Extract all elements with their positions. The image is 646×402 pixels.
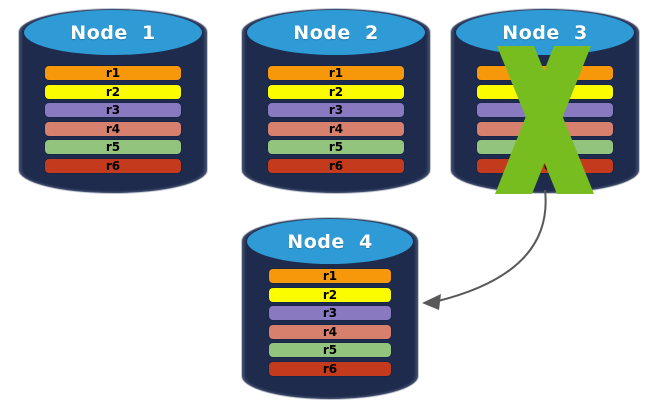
replica-row-r5: r5 — [268, 140, 404, 155]
row-stack: r1 r2 r3 r4 r5 r6 — [45, 66, 181, 173]
arrowhead-icon — [422, 294, 441, 310]
row-stack: r1 r2 r3 r4 r5 r6 — [269, 269, 391, 376]
db-node-4: Node 4 r1 r2 r3 r4 r5 r6 — [241, 217, 419, 400]
cylinder-top: Node 3 — [456, 10, 634, 55]
replica-row-r5: r5 — [269, 343, 391, 358]
replica-row-r3: r3 — [45, 103, 181, 118]
replica-row-r2: r2 — [268, 84, 404, 99]
cylinder-top: Node 2 — [247, 10, 425, 55]
replica-row-r4: r4 — [268, 121, 404, 136]
replica-row-r3: r3 — [268, 103, 404, 118]
replica-row-r1: r1 — [269, 269, 391, 283]
replica-row-r2: r2 — [45, 84, 181, 99]
replica-row-r3: r3 — [269, 306, 391, 321]
replica-row-r6: r6 — [45, 158, 181, 173]
node-title: Node 3 — [502, 21, 588, 44]
replica-row-r1: r1 — [268, 66, 404, 80]
node-title: Node 4 — [287, 230, 373, 253]
node-title: Node 1 — [70, 21, 156, 44]
replica-row-r5: r5 — [45, 140, 181, 155]
replica-row-r6: r6 — [269, 361, 391, 376]
replica-row-r4: r4 — [269, 324, 391, 339]
replica-row-r1: r1 — [45, 66, 181, 80]
cylinder-top: Node 4 — [247, 219, 413, 264]
db-node-2: Node 2 r1 r2 r3 r4 r5 r6 — [241, 8, 431, 194]
replication-arrow — [422, 189, 547, 310]
replica-row-r6: r6 — [268, 158, 404, 173]
arrow-curve — [437, 189, 547, 302]
db-node-1: Node 1 r1 r2 r3 r4 r5 r6 — [18, 8, 208, 194]
replica-row-r4: r4 — [45, 121, 181, 136]
row-stack: r1 r2 r3 r4 r5 r6 — [268, 66, 404, 173]
failure-cross-icon — [495, 46, 594, 194]
replica-row-r2: r2 — [269, 287, 391, 302]
node-title: Node 2 — [293, 21, 379, 44]
cylinder-top: Node 1 — [24, 10, 202, 55]
